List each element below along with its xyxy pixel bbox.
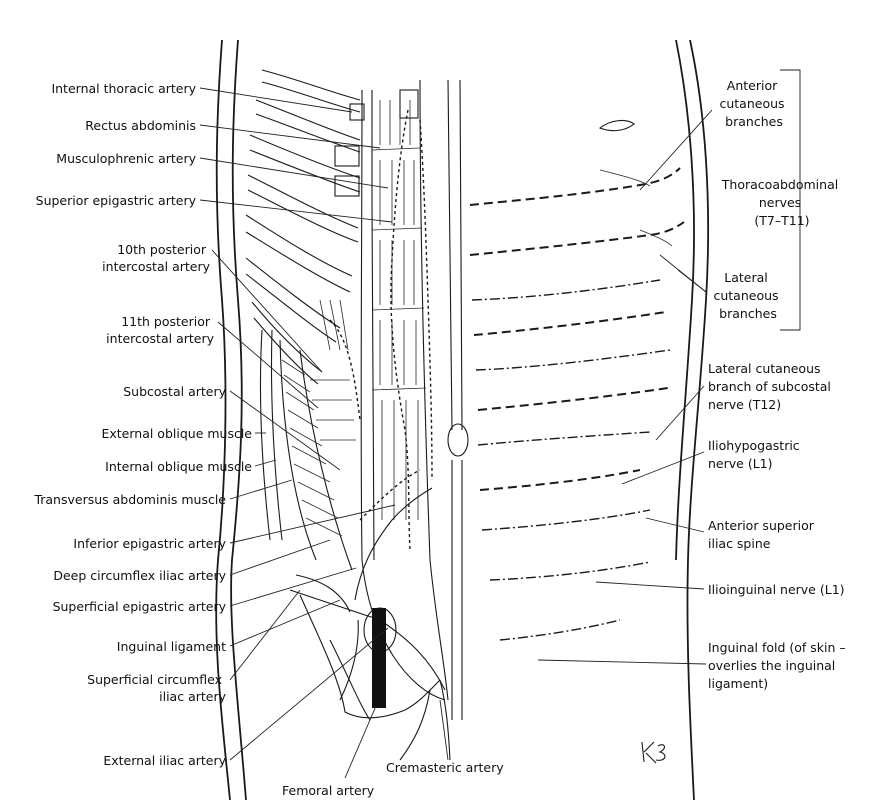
rectus-abdominis — [360, 79, 449, 701]
label-anterior-cutaneous-branches: Anterior cutaneous branches — [719, 78, 788, 129]
linea-alba — [447, 79, 469, 720]
label-lateral-cutaneous-branch-subcostal: Lateral cutaneous branch of subcostal ne… — [708, 361, 835, 412]
rectus-fiber-texture — [379, 100, 419, 520]
lateral-muscle-layers — [259, 299, 356, 571]
ribs — [245, 69, 419, 385]
label-iliohypogastric-nerve: Iliohypogastric nerve (L1) — [708, 438, 804, 471]
artist-signature — [641, 741, 666, 764]
label-superficial-circumflex-iliac-artery: Superficial circumflex iliac artery — [87, 672, 226, 704]
label-superior-epigastric-artery: Superior epigastric artery — [36, 193, 197, 208]
bottom-labels: Femoral artery Cremasteric artery — [282, 760, 504, 798]
leader-lines — [199, 69, 801, 779]
label-deep-circumflex-iliac-artery: Deep circumflex iliac artery — [53, 568, 226, 583]
nerves — [469, 167, 685, 641]
label-cremasteric-artery: Cremasteric artery — [386, 760, 504, 775]
body-outline — [215, 39, 710, 800]
label-subcostal-artery: Subcostal artery — [123, 384, 226, 399]
label-superficial-epigastric-artery: Superficial epigastric artery — [53, 599, 227, 614]
label-femoral-artery: Femoral artery — [282, 783, 375, 798]
label-anterior-superior-iliac-spine: Anterior superior iliac spine — [708, 518, 818, 551]
left-labels: Internal thoracic artery Rectus abdomini… — [33, 81, 252, 768]
label-inferior-epigastric-artery: Inferior epigastric artery — [73, 536, 226, 551]
inguinal-region — [289, 589, 451, 761]
label-inguinal-fold: Inguinal fold (of skin – overlies the in… — [708, 640, 850, 691]
label-internal-oblique-muscle: Internal oblique muscle — [105, 459, 252, 474]
right-labels: Anterior cutaneous branches Thoracoabdom… — [708, 78, 850, 691]
arteries — [295, 109, 433, 701]
label-ilioinguinal-nerve: Ilioinguinal nerve (L1) — [708, 582, 845, 597]
label-lateral-cutaneous-branches: Lateral cutaneous branches — [713, 270, 782, 321]
label-rectus-abdominis: Rectus abdominis — [85, 118, 196, 133]
label-external-oblique-muscle: External oblique muscle — [101, 426, 252, 441]
label-10th-posterior-intercostal-artery: 10th posterior intercostal artery — [102, 242, 210, 274]
label-external-iliac-artery: External iliac artery — [103, 753, 226, 768]
label-internal-thoracic-artery: Internal thoracic artery — [51, 81, 196, 96]
label-11th-posterior-intercostal-artery: 11th posterior intercostal artery — [106, 314, 214, 346]
label-transversus-abdominis-muscle: Transversus abdominis muscle — [33, 492, 226, 507]
label-inguinal-ligament: Inguinal ligament — [117, 639, 226, 654]
external-iliac-artery-vessel — [372, 608, 386, 708]
label-thoracoabdominal-nerves: Thoracoabdominal nerves (T7–T11) — [721, 177, 842, 228]
label-musculophrenic-artery: Musculophrenic artery — [56, 151, 196, 166]
umbilicus — [447, 423, 469, 457]
